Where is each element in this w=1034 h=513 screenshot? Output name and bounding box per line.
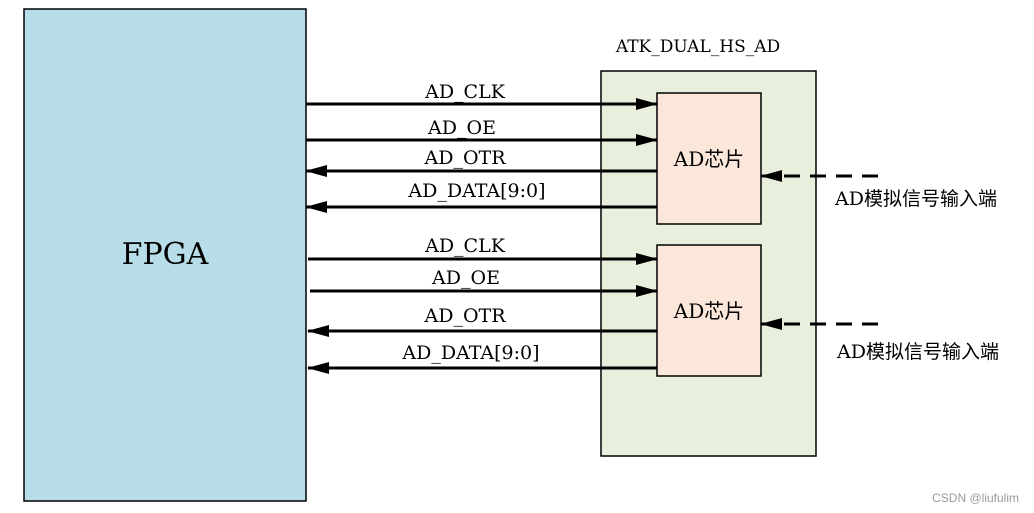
signal-label-ad-oe-1: AD_OE — [427, 117, 496, 139]
signal-label-ad-oe-2: AD_OE — [431, 267, 500, 289]
board-label: ATK_DUAL_HS_AD — [615, 37, 780, 57]
signal-label-ad-clk-1: AD_CLK — [424, 81, 506, 103]
ad-chip-1-label: AD芯片 — [673, 147, 744, 171]
watermark: CSDN @liufulim — [932, 491, 1019, 505]
ad-chip-2 — [656, 244, 762, 377]
signal-label-ad-otr-1: AD_OTR — [423, 147, 506, 169]
ad-chip-2-label: AD芯片 — [673, 299, 744, 323]
fpga-block — [23, 8, 307, 502]
signal-label-ad-data-2: AD_DATA[9:0] — [401, 342, 539, 364]
ad-chip-1 — [656, 92, 762, 225]
analog-input-label-2: AD模拟信号输入端 — [836, 341, 999, 363]
signal-label-ad-data-1: AD_DATA[9:0] — [407, 180, 545, 202]
signal-label-ad-clk-2: AD_CLK — [424, 235, 506, 257]
signal-label-ad-otr-2: AD_OTR — [423, 305, 506, 327]
analog-input-label-1: AD模拟信号输入端 — [834, 188, 997, 210]
fpga-label: FPGA — [122, 237, 209, 272]
